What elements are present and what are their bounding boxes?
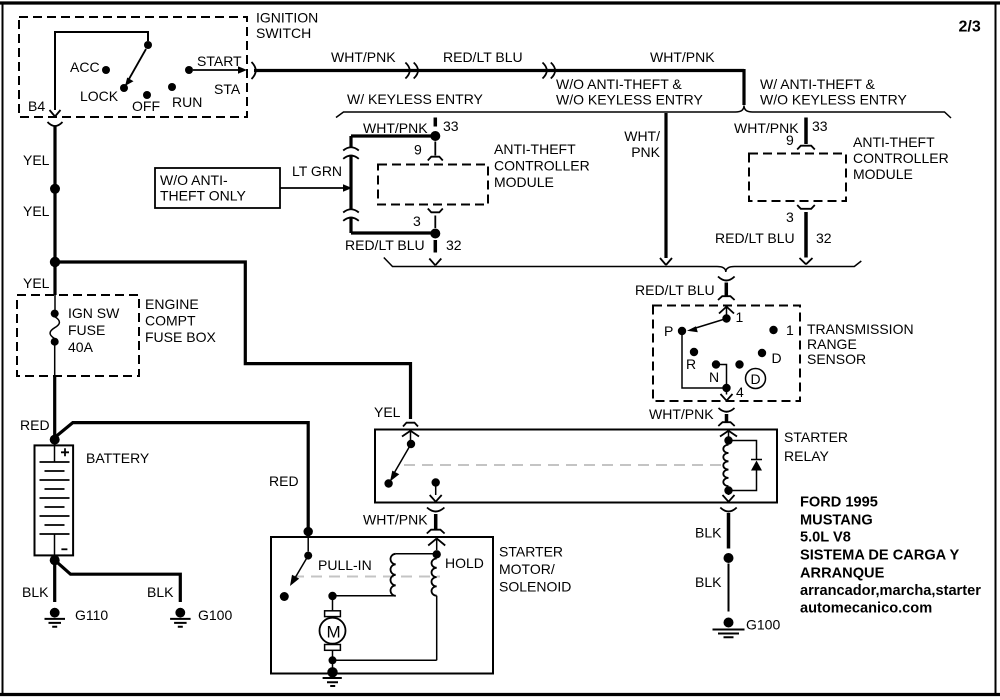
- svg-text:32: 32: [446, 237, 462, 253]
- svg-text:33: 33: [812, 118, 828, 134]
- svg-text:RED/LT BLU: RED/LT BLU: [345, 237, 425, 253]
- svg-text:BLK: BLK: [695, 574, 722, 590]
- svg-text:STARTER: STARTER: [499, 544, 563, 560]
- svg-text:P: P: [664, 323, 673, 339]
- svg-text:LOCK: LOCK: [80, 88, 119, 104]
- svg-text:WHT/PNK: WHT/PNK: [363, 120, 428, 136]
- svg-text:ANTI-THEFT: ANTI-THEFT: [853, 134, 935, 150]
- svg-text:WHT/PNK: WHT/PNK: [331, 49, 396, 65]
- svg-text:automecanico.com: automecanico.com: [800, 601, 932, 617]
- svg-text:4: 4: [736, 384, 744, 400]
- svg-text:WHT/: WHT/: [624, 128, 660, 144]
- svg-text:PNK: PNK: [631, 144, 660, 160]
- svg-text:MODULE: MODULE: [853, 166, 913, 182]
- svg-text:YEL: YEL: [23, 275, 50, 291]
- svg-text:YEL: YEL: [23, 152, 50, 168]
- svg-text:CONTROLLER: CONTROLLER: [494, 158, 590, 174]
- svg-text:FUSE: FUSE: [68, 322, 105, 338]
- svg-text:G100: G100: [746, 617, 780, 633]
- svg-text:RED/LT BLU: RED/LT BLU: [715, 230, 795, 246]
- svg-text:W/O ANTI-THEFT &: W/O ANTI-THEFT &: [556, 76, 682, 92]
- svg-text:G100: G100: [198, 607, 232, 623]
- svg-text:WHT/PNK: WHT/PNK: [649, 406, 714, 422]
- svg-text:arrancador,marcha,starter: arrancador,marcha,starter: [800, 583, 981, 599]
- svg-text:D: D: [751, 371, 761, 387]
- svg-text:ANTI-THEFT: ANTI-THEFT: [494, 141, 576, 157]
- svg-text:2/3: 2/3: [959, 19, 981, 36]
- svg-text:ARRANQUE: ARRANQUE: [800, 566, 885, 582]
- svg-text:IGN SW: IGN SW: [68, 305, 120, 321]
- svg-text:RED: RED: [20, 417, 50, 433]
- svg-text:5.0L V8: 5.0L V8: [800, 530, 851, 546]
- svg-text:YEL: YEL: [374, 404, 401, 420]
- svg-text:LT GRN: LT GRN: [292, 163, 342, 179]
- svg-text:D: D: [772, 350, 782, 366]
- svg-text:1: 1: [786, 322, 794, 338]
- svg-text:40A: 40A: [68, 339, 94, 355]
- svg-text:SWITCH: SWITCH: [256, 25, 311, 41]
- svg-text:BATTERY: BATTERY: [86, 450, 150, 466]
- svg-text:ACC: ACC: [70, 59, 100, 75]
- svg-text:RELAY: RELAY: [784, 448, 830, 464]
- svg-text:IGNITION: IGNITION: [256, 10, 318, 26]
- svg-text:MOTOR/: MOTOR/: [499, 561, 555, 577]
- svg-text:RED: RED: [269, 473, 299, 489]
- svg-text:MUSTANG: MUSTANG: [800, 513, 873, 529]
- svg-text:33: 33: [443, 118, 459, 134]
- svg-text:MODULE: MODULE: [494, 174, 554, 190]
- svg-text:RANGE: RANGE: [807, 336, 857, 352]
- svg-text:W/O KEYLESS ENTRY: W/O KEYLESS ENTRY: [556, 92, 703, 108]
- svg-text:9: 9: [414, 142, 422, 158]
- svg-text:R: R: [686, 356, 696, 372]
- svg-text:W/O KEYLESS ENTRY: W/O KEYLESS ENTRY: [760, 92, 907, 108]
- svg-text:WHT/PNK: WHT/PNK: [734, 120, 799, 136]
- svg-text:THEFT ONLY: THEFT ONLY: [160, 188, 246, 204]
- svg-text:N: N: [709, 369, 719, 385]
- svg-text:WHT/PNK: WHT/PNK: [363, 512, 428, 528]
- svg-text:STARTER: STARTER: [784, 429, 848, 445]
- svg-text:CONTROLLER: CONTROLLER: [853, 150, 949, 166]
- svg-text:B4: B4: [28, 98, 45, 114]
- svg-text:W/ ANTI-THEFT &: W/ ANTI-THEFT &: [760, 76, 876, 92]
- svg-text:COMPT: COMPT: [145, 313, 196, 329]
- svg-text:PULL-IN: PULL-IN: [318, 557, 372, 573]
- svg-text:M: M: [327, 623, 341, 642]
- svg-text:32: 32: [816, 230, 832, 246]
- svg-text:FUSE BOX: FUSE BOX: [145, 329, 216, 345]
- svg-text:3: 3: [786, 209, 794, 225]
- svg-text:SENSOR: SENSOR: [807, 351, 866, 367]
- svg-text:WHT/PNK: WHT/PNK: [650, 49, 715, 65]
- svg-text:STA: STA: [214, 81, 241, 97]
- svg-text:W/ KEYLESS ENTRY: W/ KEYLESS ENTRY: [347, 91, 484, 107]
- svg-text:BLK: BLK: [695, 525, 722, 541]
- svg-text:HOLD: HOLD: [445, 555, 484, 571]
- svg-text:BLK: BLK: [22, 584, 49, 600]
- svg-text:G110: G110: [75, 607, 108, 623]
- svg-text:SISTEMA DE CARGA Y: SISTEMA DE CARGA Y: [800, 548, 959, 564]
- svg-text:START: START: [197, 53, 242, 69]
- svg-text:RED/LT BLU: RED/LT BLU: [635, 282, 715, 298]
- svg-text:FORD 1995: FORD 1995: [800, 495, 878, 511]
- svg-text:RED/LT BLU: RED/LT BLU: [443, 49, 523, 65]
- svg-text:W/O ANTI-: W/O ANTI-: [160, 172, 228, 188]
- svg-text:BLK: BLK: [147, 584, 174, 600]
- svg-text:OFF: OFF: [132, 98, 160, 114]
- svg-text:YEL: YEL: [23, 203, 50, 219]
- svg-text:TRANSMISSION: TRANSMISSION: [807, 321, 914, 337]
- svg-text:ENGINE: ENGINE: [145, 296, 199, 312]
- svg-text:9: 9: [786, 132, 794, 148]
- svg-text:RUN: RUN: [172, 94, 202, 110]
- svg-text:1: 1: [736, 309, 744, 325]
- svg-text:3: 3: [413, 213, 421, 229]
- svg-text:SOLENOID: SOLENOID: [499, 579, 571, 595]
